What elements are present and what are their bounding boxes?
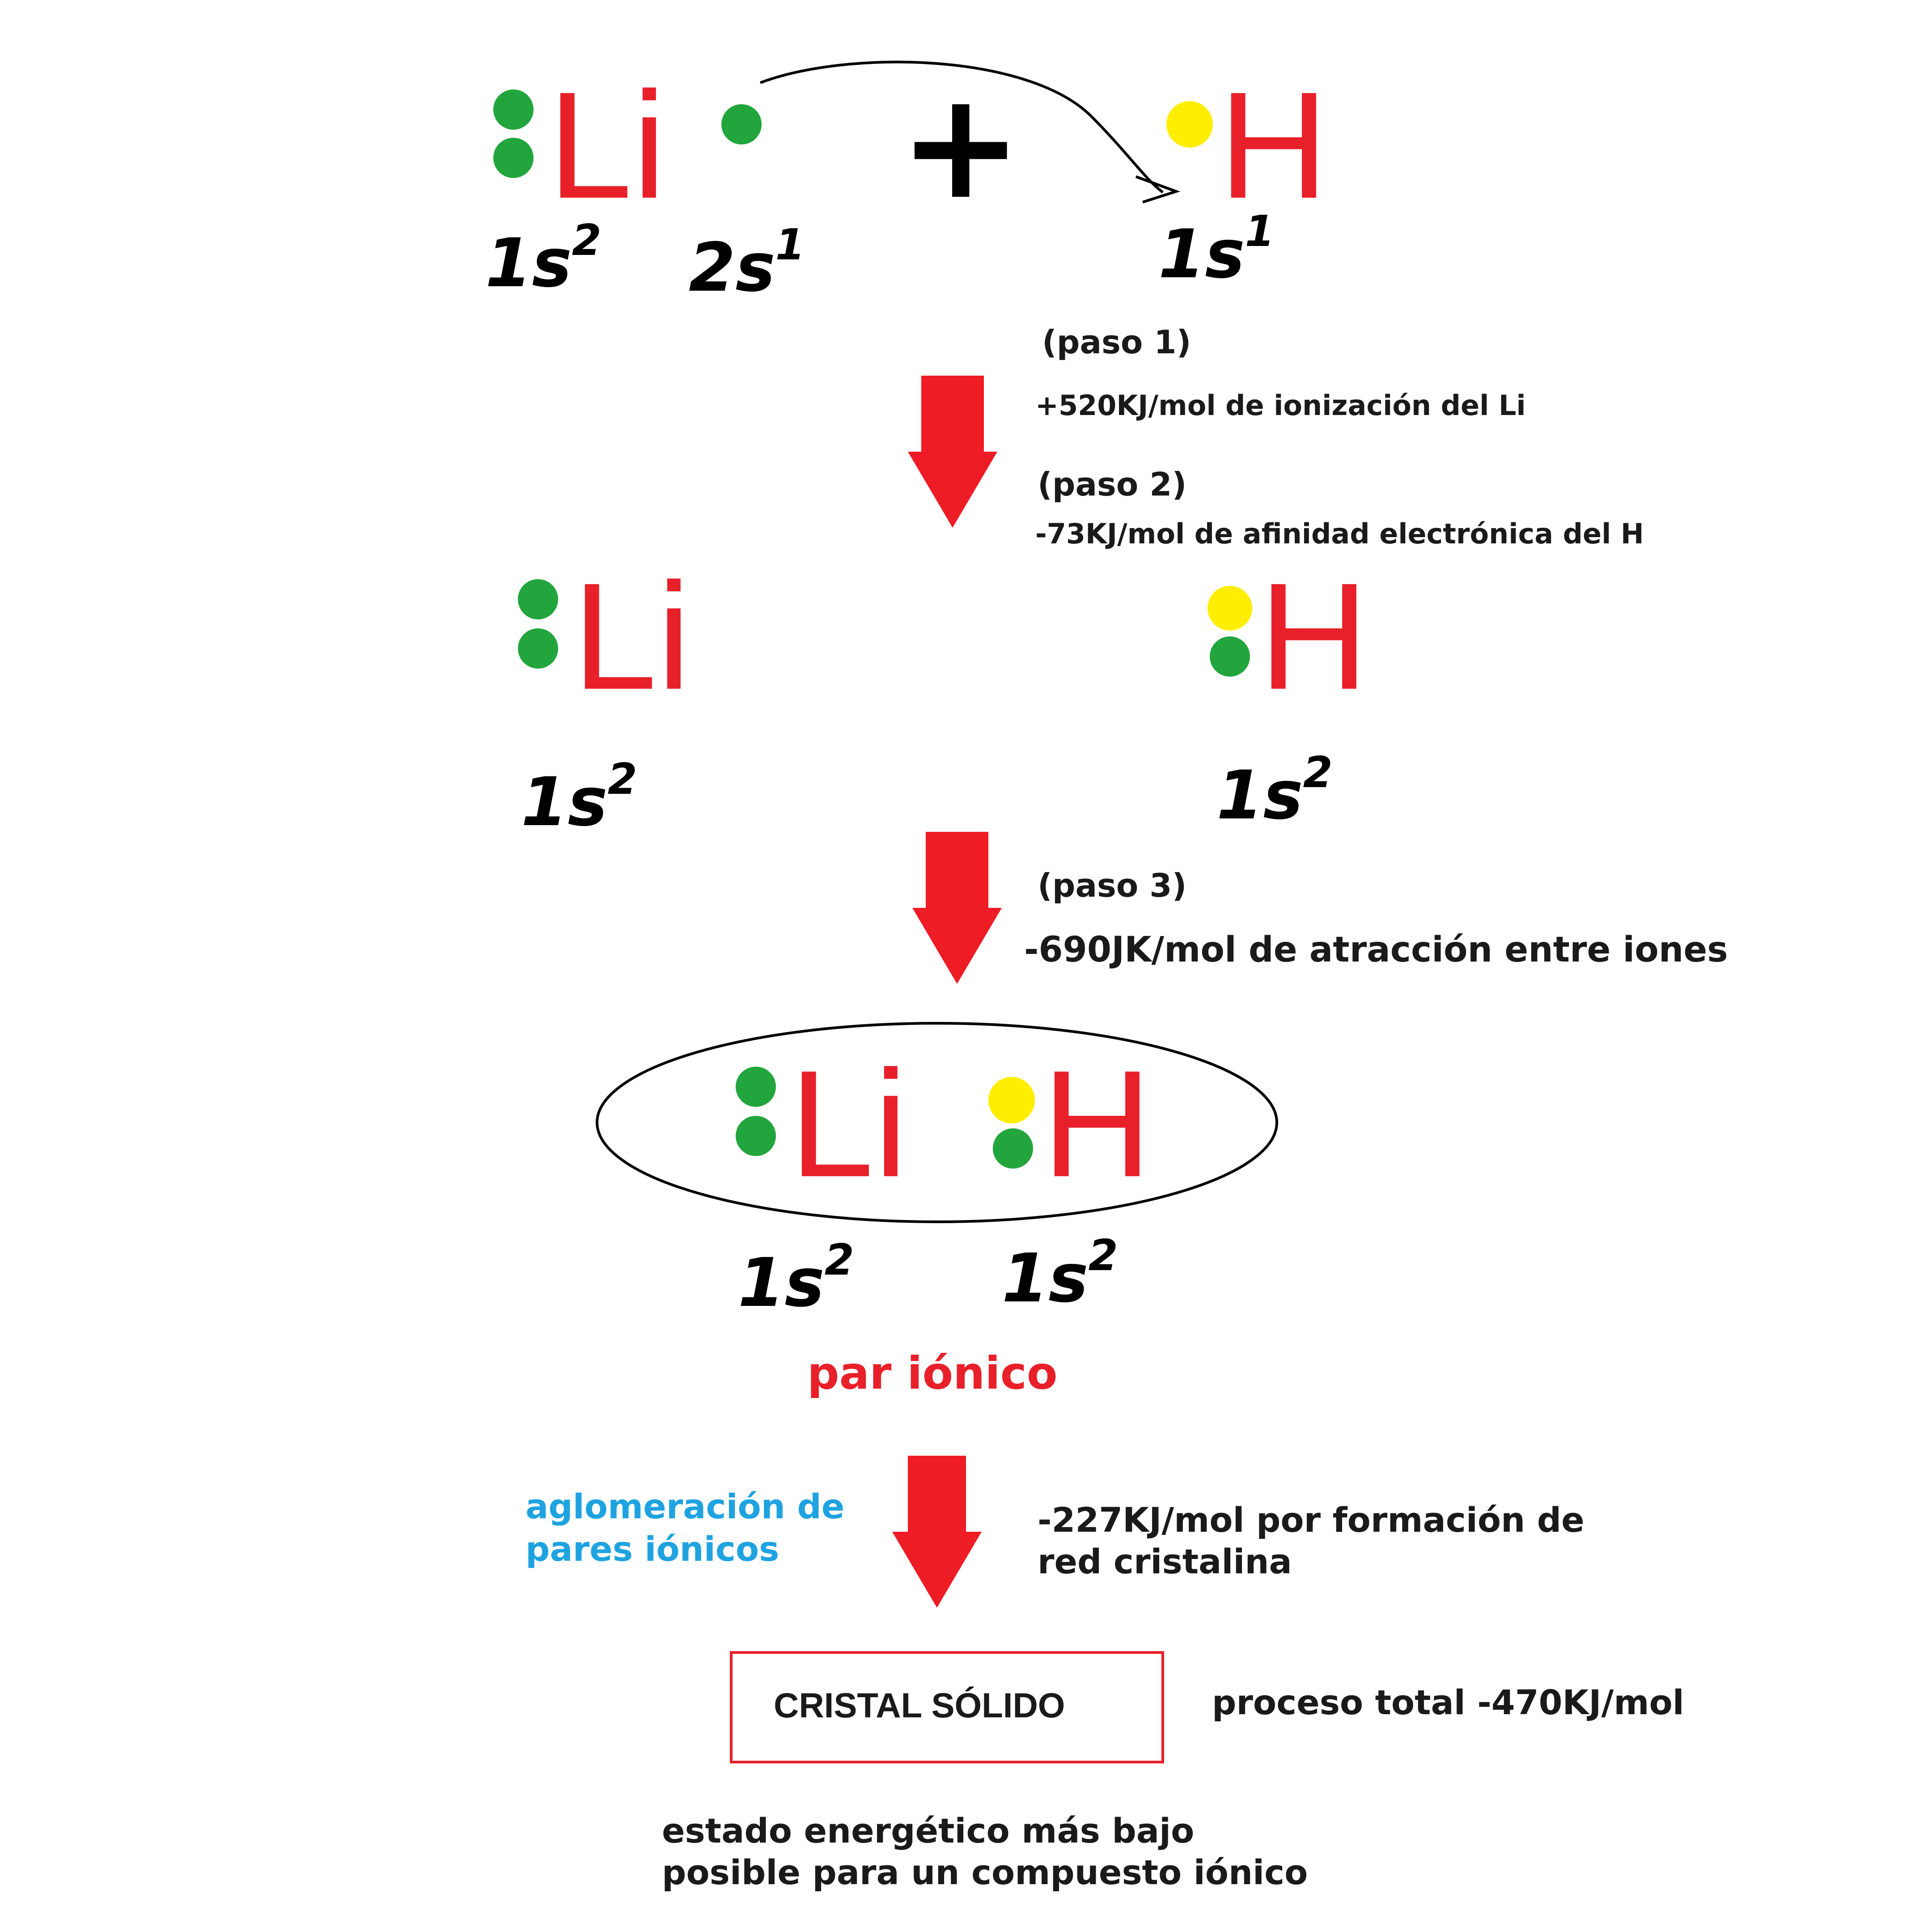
h-ion-electron-green xyxy=(1210,636,1250,677)
h-symbol: H xyxy=(1219,60,1329,230)
li-ion-electron-1 xyxy=(518,579,558,619)
pair-li-electron-1 xyxy=(736,1067,776,1107)
step3-energy: -690JK/mol de atracción entre iones xyxy=(1024,930,1728,970)
h-ion-symbol: H xyxy=(1259,551,1369,721)
step2-label: (paso 2) xyxy=(1038,466,1186,503)
pair-h-symbol: H xyxy=(1042,1039,1152,1209)
h-ion-electron-yellow xyxy=(1208,586,1252,631)
proceso-total: proceso total -470KJ/mol xyxy=(1212,1682,1684,1722)
note-line1: estado energético más bajo xyxy=(662,1811,1194,1851)
li-core-electron-1 xyxy=(493,89,534,130)
li-config-1s: 1s2 xyxy=(485,216,602,302)
step4-energy-line1: -227KJ/mol por formación de xyxy=(1038,1500,1585,1540)
cristal-solido-box xyxy=(730,1651,1164,1763)
step3-label: (paso 3) xyxy=(1038,867,1186,904)
plus-sign: + xyxy=(899,60,1023,232)
h-config: 1s1 xyxy=(1158,207,1275,293)
li-symbol: Li xyxy=(548,60,666,230)
li-ion-electron-2 xyxy=(518,628,558,669)
h-electron xyxy=(1166,101,1213,148)
step3: (paso 3) -690JK/mol de atracción entre i… xyxy=(912,832,1728,984)
reactants: Li 1s2 2s1 + H 1s1 xyxy=(485,60,1329,307)
li-core-electron-2 xyxy=(493,138,534,178)
step4-arrow xyxy=(892,1456,982,1608)
result: CRISTAL SÓLIDO proceso total -470KJ/mol … xyxy=(662,1651,1684,1892)
step1-label: (paso 1) xyxy=(1042,323,1191,361)
electron-transfer-arrow xyxy=(759,60,1164,194)
pair-li-electron-2 xyxy=(736,1116,776,1156)
pair-li-config: 1s2 xyxy=(738,1236,854,1322)
electron-transfer-arrowhead xyxy=(1135,175,1181,203)
note-line2: posible para un compuesto iónico xyxy=(662,1852,1308,1892)
li-valence-electron xyxy=(721,104,762,144)
pair-h-electron-green xyxy=(993,1128,1033,1169)
pair-h-config: 1s2 xyxy=(1002,1231,1118,1318)
step1-arrow xyxy=(908,376,997,528)
step3-arrow xyxy=(912,832,1002,984)
step2-energy: -73KJ/mol de afinidad electrónica del H xyxy=(1035,517,1644,550)
aglomeracion-line1: aglomeración de xyxy=(525,1487,844,1526)
li-config-2s: 2s1 xyxy=(689,220,805,307)
step4: aglomeración de pares iónicos -227KJ/mol… xyxy=(525,1456,1585,1608)
ion-pair-ellipse xyxy=(596,1022,1278,1223)
par-ionico-caption: par iónico xyxy=(807,1347,1058,1399)
li-ion-symbol: Li xyxy=(572,551,691,721)
step1-energy: +520KJ/mol de ionización del Li xyxy=(1035,389,1526,422)
ion-pair: Li H 1s2 1s2 par iónico xyxy=(596,1022,1278,1399)
ions: Li 1s2 H 1s2 xyxy=(518,551,1369,841)
h-ion-config: 1s2 xyxy=(1216,748,1333,835)
pair-h-electron-yellow xyxy=(988,1077,1035,1123)
pair-li-symbol: Li xyxy=(789,1039,908,1209)
li-ion-config: 1s2 xyxy=(521,755,637,841)
cristal-solido-label: CRISTAL SÓLIDO xyxy=(774,1686,1065,1725)
step4-energy-line2: red cristalina xyxy=(1038,1542,1292,1581)
aglomeracion-line2: pares iónicos xyxy=(525,1529,779,1569)
steps-1-2: (paso 1) +520KJ/mol de ionización del Li… xyxy=(908,323,1644,550)
